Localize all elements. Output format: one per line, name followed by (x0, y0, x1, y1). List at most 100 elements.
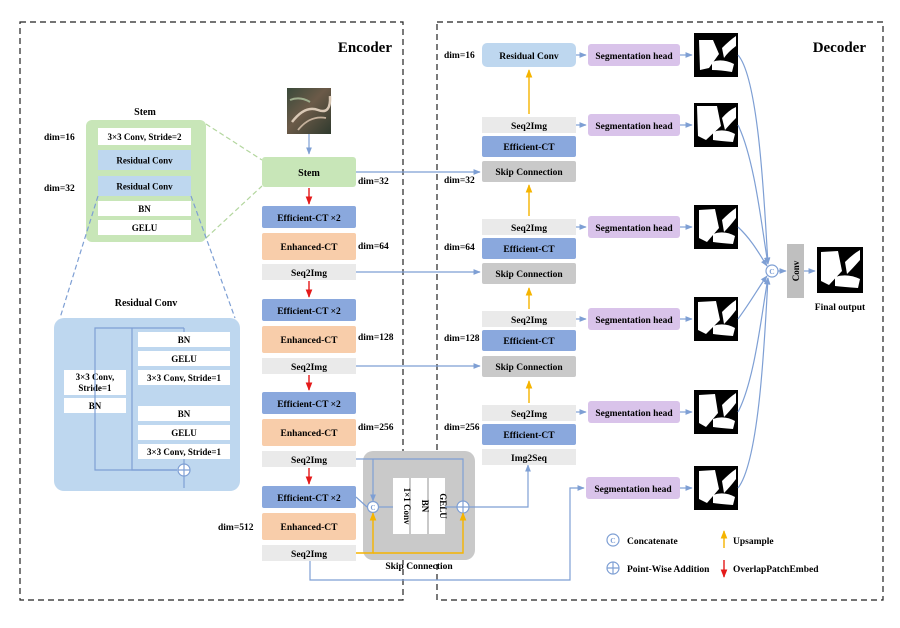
encoder-s2i2-box (262, 358, 356, 374)
decoder-img2seq-box (482, 449, 576, 465)
mask-5 (694, 390, 738, 434)
encoder-ect3-box (262, 392, 356, 414)
encoder-ect4-label: Efficient-CT ×2 (277, 494, 341, 504)
skip-block-bn-label: BN (420, 500, 430, 513)
skip-block-title: Skip Connection (385, 562, 453, 572)
seg-head-2-box (588, 114, 680, 136)
decoder-ect-a-box (482, 136, 576, 157)
encoder-enh3-label: Enhanced-CT (280, 429, 338, 439)
decoder-s2i-c-box (482, 311, 576, 327)
res-conv2-label: 3×3 Conv, Stride=1 (147, 447, 222, 457)
final-concat-symbol: C (769, 267, 774, 276)
decoder-resconv-label: Residual Conv (499, 52, 559, 62)
seg-head-5-box (588, 401, 680, 423)
final-output-mask (817, 247, 863, 293)
res-main-path (131, 328, 185, 471)
seg-head-6-label: Segmentation head (594, 485, 672, 495)
mask-3 (694, 205, 738, 249)
ect4-to-concat-line (355, 496, 368, 508)
stem-zoom-line-bottom (205, 185, 263, 239)
skip-add-plus (457, 501, 469, 513)
encoder-enh3-box (262, 419, 356, 446)
encoder-dim-stem: dim=32 (358, 177, 389, 187)
decoder-skip-b-label: Skip Connection (495, 270, 563, 280)
skip-block-gelu-box (429, 478, 445, 534)
decoder-img2seq-label: Img2Seq (511, 454, 548, 464)
decoder-dim64: dim=64 (444, 243, 475, 253)
mask6-to-concat (737, 277, 771, 489)
stem-panel-conv-box (98, 128, 191, 145)
decoder-s2i-d-box (482, 405, 576, 421)
encoder-stem-label: Stem (298, 168, 320, 179)
stem-panel-res1-box (98, 150, 191, 170)
res-conv1-box (138, 370, 230, 385)
skip-block: 1×1 Conv BN GELU C Skip Connection (363, 451, 475, 572)
encoder-ect1-box (262, 206, 356, 228)
stem-panel-dim-b: dim=32 (44, 184, 75, 194)
encoder-s2i1-label: Seq2Img (291, 269, 327, 279)
decoder-skip-b-box (482, 263, 576, 284)
encoder-dim4: dim=512 (218, 523, 254, 533)
encoder-s2i1-box (262, 264, 356, 280)
stem-panel-gelu-label: GELU (132, 223, 158, 233)
decoder-column: dim=16 Residual Conv Seq2Img Efficient-C… (444, 43, 576, 465)
decoder-s2i-b-label: Seq2Img (511, 224, 547, 234)
final-conv-box (787, 244, 804, 298)
stem-panel-title: Stem (134, 107, 156, 118)
res-conv2-box (138, 444, 230, 459)
mask-6 (694, 466, 738, 510)
stem-panel-res1-label: Residual Conv (116, 156, 173, 166)
decoder-ect-c-box (482, 330, 576, 351)
skip-concat-symbol: C (370, 504, 375, 512)
res-gelu1-label: GELU (171, 354, 197, 364)
encoder-enh1-box (262, 233, 356, 260)
decoder-resconv-box (482, 43, 576, 67)
res-zoom-line-left (59, 195, 99, 319)
legend-concat-label: Concatenate (627, 537, 678, 547)
encoder-dim2: dim=128 (358, 333, 394, 343)
res-conv1-label: 3×3 Conv, Stride=1 (147, 373, 222, 383)
encoder-frame (19, 21, 404, 601)
res-gelu2-label: GELU (171, 428, 197, 438)
res-bn-mid-label: BN (178, 409, 191, 419)
encoder-stem-box (262, 157, 356, 187)
decoder-dim16: dim=16 (444, 51, 475, 61)
legend-upsample-label: Upsample (733, 537, 774, 547)
encoder-dim1: dim=64 (358, 242, 389, 252)
stem-panel-dim-a: dim=16 (44, 133, 75, 143)
legend: C Concatenate Upsample Point-Wise Additi… (606, 530, 819, 578)
decoder-dim32: dim=32 (444, 176, 475, 186)
mask-2 (694, 103, 738, 147)
s2i3-to-skip-line (356, 458, 464, 501)
stem-panel-res2-label: Residual Conv (116, 182, 173, 192)
stem-panel: Stem dim=16 dim=32 3×3 Conv, Stride=2 Re… (44, 107, 206, 242)
skip-line-s2i4-to-seg6 (309, 485, 585, 581)
stem-panel-res2-box (98, 176, 191, 196)
encoder-s2i4-label: Seq2Img (291, 550, 327, 560)
decoder-s2i-b-box (482, 219, 576, 235)
stem-panel-bn-box (98, 201, 191, 216)
decoder-title: Decoder (813, 40, 867, 56)
encoder-s2i2-label: Seq2Img (291, 363, 327, 373)
encoder-enh1-label: Enhanced-CT (280, 243, 338, 253)
seg-head-3-box (588, 216, 680, 238)
seg-head-5-label: Segmentation head (595, 409, 673, 419)
seg-head-2-label: Segmentation head (595, 122, 673, 132)
decoder-skip-a-label: Skip Connection (495, 168, 563, 178)
decoder-dim128: dim=128 (444, 334, 480, 344)
decoder-ect-b-box (482, 238, 576, 259)
legend-overlap-label: OverlapPatchEmbed (733, 565, 819, 575)
res-add-plus (178, 464, 190, 476)
decoder-ect-b-label: Efficient-CT (503, 245, 555, 255)
encoder-enh4-label: Enhanced-CT (280, 523, 338, 533)
decoder-frame (436, 21, 884, 601)
seg-head-4-label: Segmentation head (595, 316, 673, 326)
res-gelu1-box (138, 351, 230, 366)
s2i4-yellow-line-2 (373, 512, 467, 554)
encoder-column: Stem dim=32 Efficient-CT ×2 Enhanced-CT … (218, 157, 394, 561)
residual-panel: Residual Conv BN GELU 3×3 Conv, Stride=1… (54, 298, 240, 491)
stem-panel-bn-label: BN (138, 204, 151, 214)
encoder-title: Encoder (338, 40, 393, 56)
encoder-dim3: dim=256 (358, 423, 394, 433)
